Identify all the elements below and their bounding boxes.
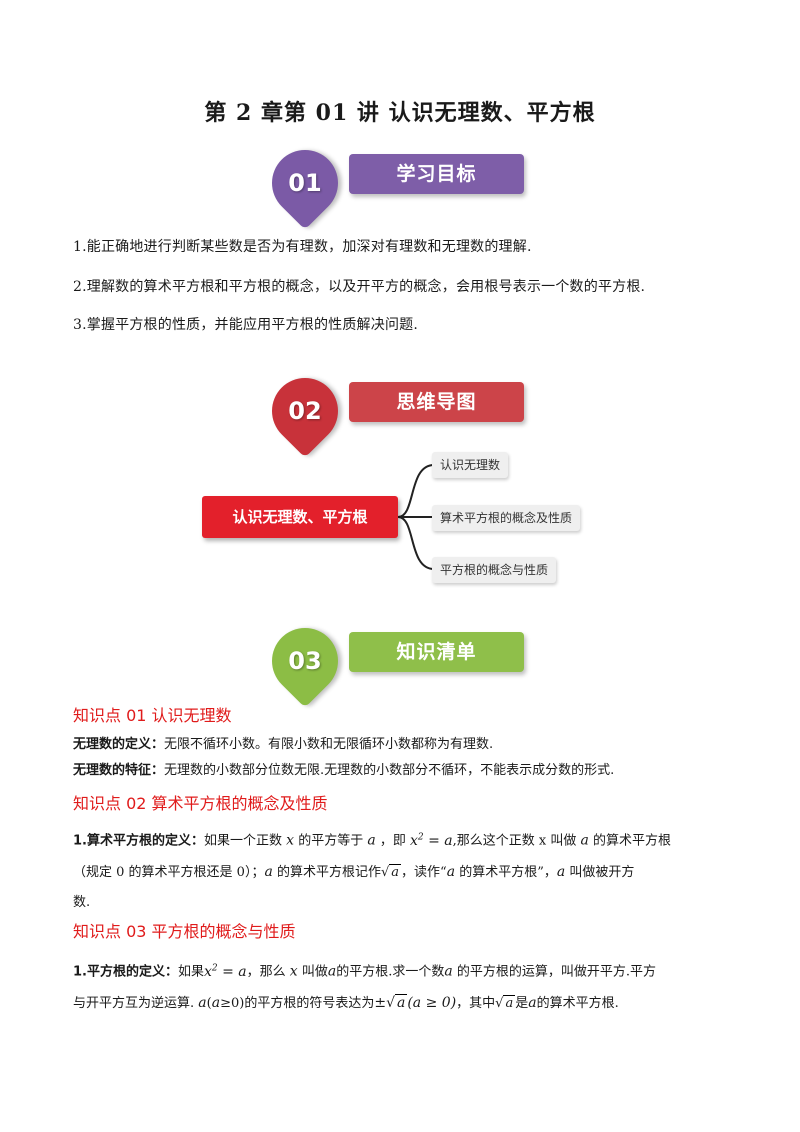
text: ，读作“ — [401, 864, 447, 880]
text: 的平方等于 — [298, 833, 364, 849]
math-equation: x2 = a — [204, 963, 247, 980]
text: 的算术平方根 — [593, 833, 672, 849]
page-title: 第 2 章第 01 讲 认识无理数、平方根 — [204, 100, 596, 126]
mindmap-connectors — [398, 464, 435, 570]
text: （规定 0 的算术平方根还是 0）； — [73, 864, 265, 880]
term-label: 无理数的特征： — [73, 763, 165, 778]
knowledge-point-title: 知识点 03 平方根的概念与性质 — [73, 922, 296, 941]
term-label: 1.平方根的定义： — [73, 964, 178, 980]
term-label: 1.算术平方根的定义： — [73, 833, 204, 849]
definition-paragraph: 无理数的定义：无限不循环小数。有限小数和无限循环小数都称为有理数. — [73, 730, 733, 760]
objective-item: 1.能正确地进行判断某些数是否为有理数，加深对有理数和无理数的理解. — [73, 239, 532, 255]
text: 如果一个正数 — [203, 833, 282, 849]
square-root-paragraph: 1.平方根的定义：如果x2 = a，那么 x 叫做a的平方根.求一个数a 的平方… — [73, 953, 733, 1019]
objective-item: 3.掌握平方根的性质，并能应用平方根的性质解决问题. — [73, 317, 419, 333]
math-x: x — [286, 832, 295, 849]
text: ( — [206, 995, 212, 1011]
math-a: a — [198, 994, 207, 1011]
math-equation: x2 = a — [410, 832, 453, 849]
math-a: a — [528, 994, 537, 1011]
math-a: a — [327, 963, 337, 980]
text: ，即 — [379, 833, 406, 849]
text: 的平方根.求一个数 — [336, 964, 445, 980]
sqrt-a: √a — [380, 863, 402, 880]
term-label: 无理数的定义： — [73, 737, 165, 752]
math-a: a — [446, 863, 456, 880]
text: 与开平方互为逆运算. — [73, 995, 195, 1011]
text: 叫做 — [301, 964, 328, 980]
badge-label: 思维导图 — [349, 382, 524, 422]
badge-label: 知识清单 — [349, 632, 524, 672]
feature-paragraph: 无理数的特征：无理数的小数部分位数无限.无理数的小数部分不循环，不能表示成分数的… — [73, 756, 733, 786]
text: 数. — [73, 894, 91, 910]
text: ,那么这个正数 x 叫做 — [452, 833, 577, 849]
mindmap-center: 认识无理数、平方根 — [202, 496, 398, 538]
badge-number: 03 — [288, 647, 322, 675]
text: 如果 — [177, 964, 204, 980]
math-a: a — [444, 963, 453, 980]
math-pm-sqrt: ±√a(a ≥ 0) — [374, 993, 457, 1011]
text: ，那么 — [246, 964, 286, 980]
sqrt-a: √a — [495, 994, 516, 1011]
math-a: a — [264, 863, 273, 880]
math-a: a — [367, 832, 376, 849]
math-x: x — [289, 963, 298, 980]
math-a: a — [580, 832, 589, 849]
definition-text: 无限不循环小数。有限小数和无限循环小数都称为有理数. — [164, 737, 494, 752]
mindmap-node: 算术平方根的概念及性质 — [432, 505, 581, 531]
mindmap-node: 认识无理数 — [432, 452, 509, 478]
text: 的平方根的运算，叫做开平方.平方 — [456, 964, 656, 980]
text: ，其中 — [456, 995, 496, 1011]
badge-label: 学习目标 — [349, 154, 524, 194]
text: 的算术平方根记作 — [276, 864, 381, 880]
badge-number: 01 — [288, 169, 322, 197]
text: 叫做被开方 — [569, 864, 635, 880]
badge-number: 02 — [288, 397, 322, 425]
text: 的算术平方根. — [536, 995, 619, 1011]
math-a: a — [556, 863, 566, 880]
text: ≥0)的平方根的符号表达为 — [220, 995, 375, 1011]
knowledge-point-title: 知识点 01 认识无理数 — [73, 706, 232, 725]
math-a: a — [211, 994, 221, 1011]
section-badge-objectives: 01 学习目标 — [258, 136, 532, 230]
section-badge-knowledge: 03 知识清单 — [258, 614, 532, 708]
objective-item: 2.理解数的算术平方根和平方根的概念，以及开平方的概念，会用根号表示一个数的平方… — [73, 279, 646, 295]
mindmap-node: 平方根的概念与性质 — [432, 557, 557, 583]
text: 是 — [515, 995, 529, 1011]
knowledge-point-title: 知识点 02 算术平方根的概念及性质 — [73, 794, 328, 813]
section-badge-mindmap: 02 思维导图 — [258, 364, 532, 458]
text: 的算术平方根”， — [459, 864, 557, 880]
feature-text: 无理数的小数部分位数无限.无理数的小数部分不循环，不能表示成分数的形式. — [164, 763, 615, 778]
arithmetic-root-paragraph: 1.算术平方根的定义：如果一个正数 x 的平方等于 a ，即 x2 = a,那么… — [73, 822, 733, 918]
